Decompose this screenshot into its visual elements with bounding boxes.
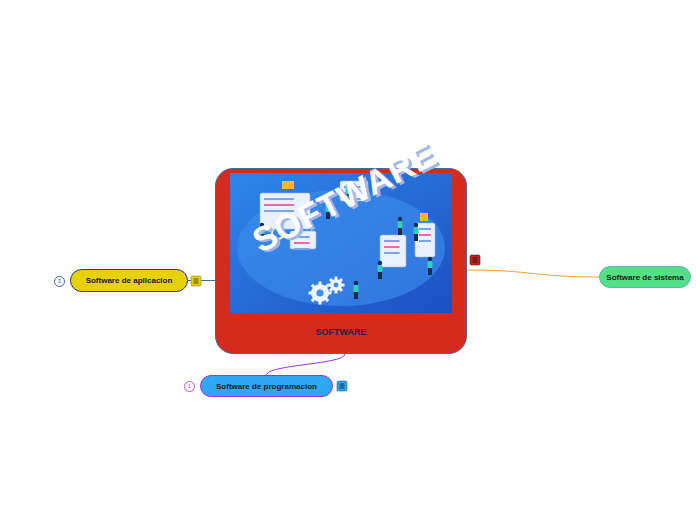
- subtopic-title: Software de programacion: [216, 382, 317, 391]
- note-icon: [191, 276, 201, 286]
- branch-connector: [267, 354, 346, 375]
- subtopic-box: Software de sistema: [599, 266, 691, 288]
- subtopic-box: Software de aplicacion: [70, 269, 188, 292]
- callout-number: 3: [54, 276, 65, 287]
- note-icon: [337, 381, 347, 391]
- central-title: SOFTWARE: [216, 327, 466, 337]
- subtopic-box: Software de programacion: [200, 375, 333, 397]
- branch-connector: [467, 270, 599, 277]
- subtopic-title: Software de sistema: [606, 273, 683, 282]
- subtopic-title: Software de aplicacion: [86, 276, 173, 285]
- callout-number: 1: [184, 381, 195, 392]
- note-icon: [470, 255, 480, 265]
- central-topic: SOFTWARESOFTWARE: [215, 168, 467, 354]
